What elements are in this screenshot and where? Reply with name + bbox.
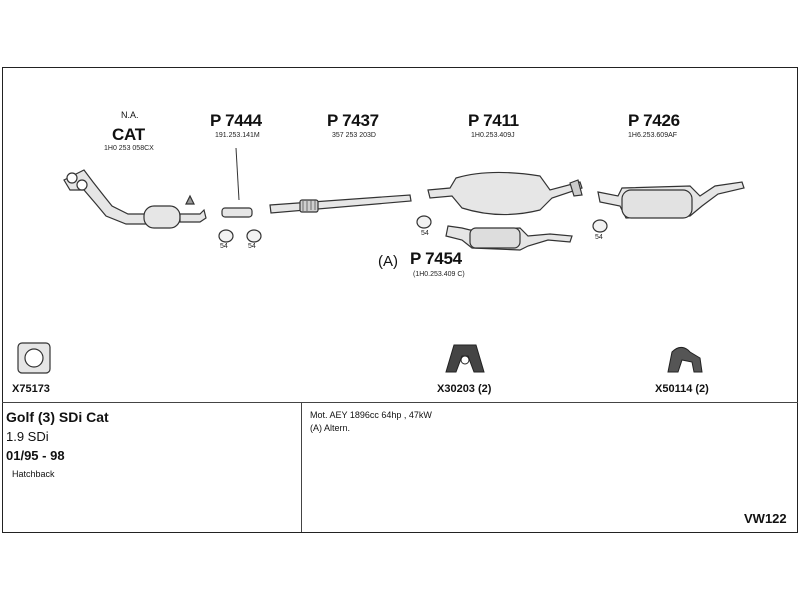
vehicle-model: Golf (3) SDi Cat	[6, 409, 109, 425]
part-p7454-ref: (1H0.253.409 C)	[413, 271, 465, 278]
section-divider	[2, 402, 798, 403]
vehicle-engine: 1.9 SDi	[6, 429, 49, 444]
cat-ref: 1H0 253 058CX	[104, 145, 154, 152]
alternative-marker: (A)	[378, 253, 398, 270]
sleeve-pipe-part	[221, 147, 253, 218]
part-p7426-code: P 7426	[628, 111, 680, 130]
diagram-id: VW122	[744, 511, 787, 526]
cat-code: CAT	[112, 125, 145, 144]
engine-note: Mot. AEY 1896cc 64hp , 47kW	[310, 410, 432, 420]
hanger-icon	[667, 346, 703, 373]
column-divider	[301, 402, 302, 532]
vehicle-years: 01/95 - 98	[6, 448, 65, 463]
part-p7444-ref: 191.253.141M	[215, 132, 260, 139]
centre-silencer-part	[427, 171, 583, 216]
clamp-label: 54	[421, 230, 429, 237]
part-p7444-code: P 7444	[210, 111, 262, 130]
flex-pipe-part	[269, 194, 412, 214]
part-p7454-code: P 7454	[410, 249, 462, 268]
part-p7411-code: P 7411	[468, 111, 519, 130]
diagram-frame	[2, 67, 798, 533]
alternative-note: (A) Altern.	[310, 423, 351, 433]
clamp-label: 54	[248, 243, 256, 250]
accessory-code: X30203 (2)	[437, 383, 492, 395]
part-p7437-ref: 357 253 203D	[332, 132, 376, 139]
part-p7437-code: P 7437	[327, 111, 379, 130]
catalytic-converter-part	[63, 169, 207, 229]
part-p7411-ref: 1H0.253.409J	[471, 132, 515, 139]
rear-silencer-part	[597, 181, 745, 219]
accessory-code: X50114 (2)	[655, 383, 709, 395]
clamp-icon	[218, 215, 608, 243]
rubber-mount-icon	[445, 344, 485, 373]
part-p7426-ref: 1H6.253.609AF	[628, 132, 678, 139]
clamp-label: 54	[595, 234, 603, 241]
cat-note: N.A.	[121, 110, 139, 120]
gasket-icon	[17, 342, 51, 374]
clamp-label: 54	[220, 243, 228, 250]
alternative-silencer-part	[445, 225, 573, 251]
vehicle-body: Hatchback	[12, 469, 55, 479]
accessory-code: X75173	[12, 383, 50, 395]
